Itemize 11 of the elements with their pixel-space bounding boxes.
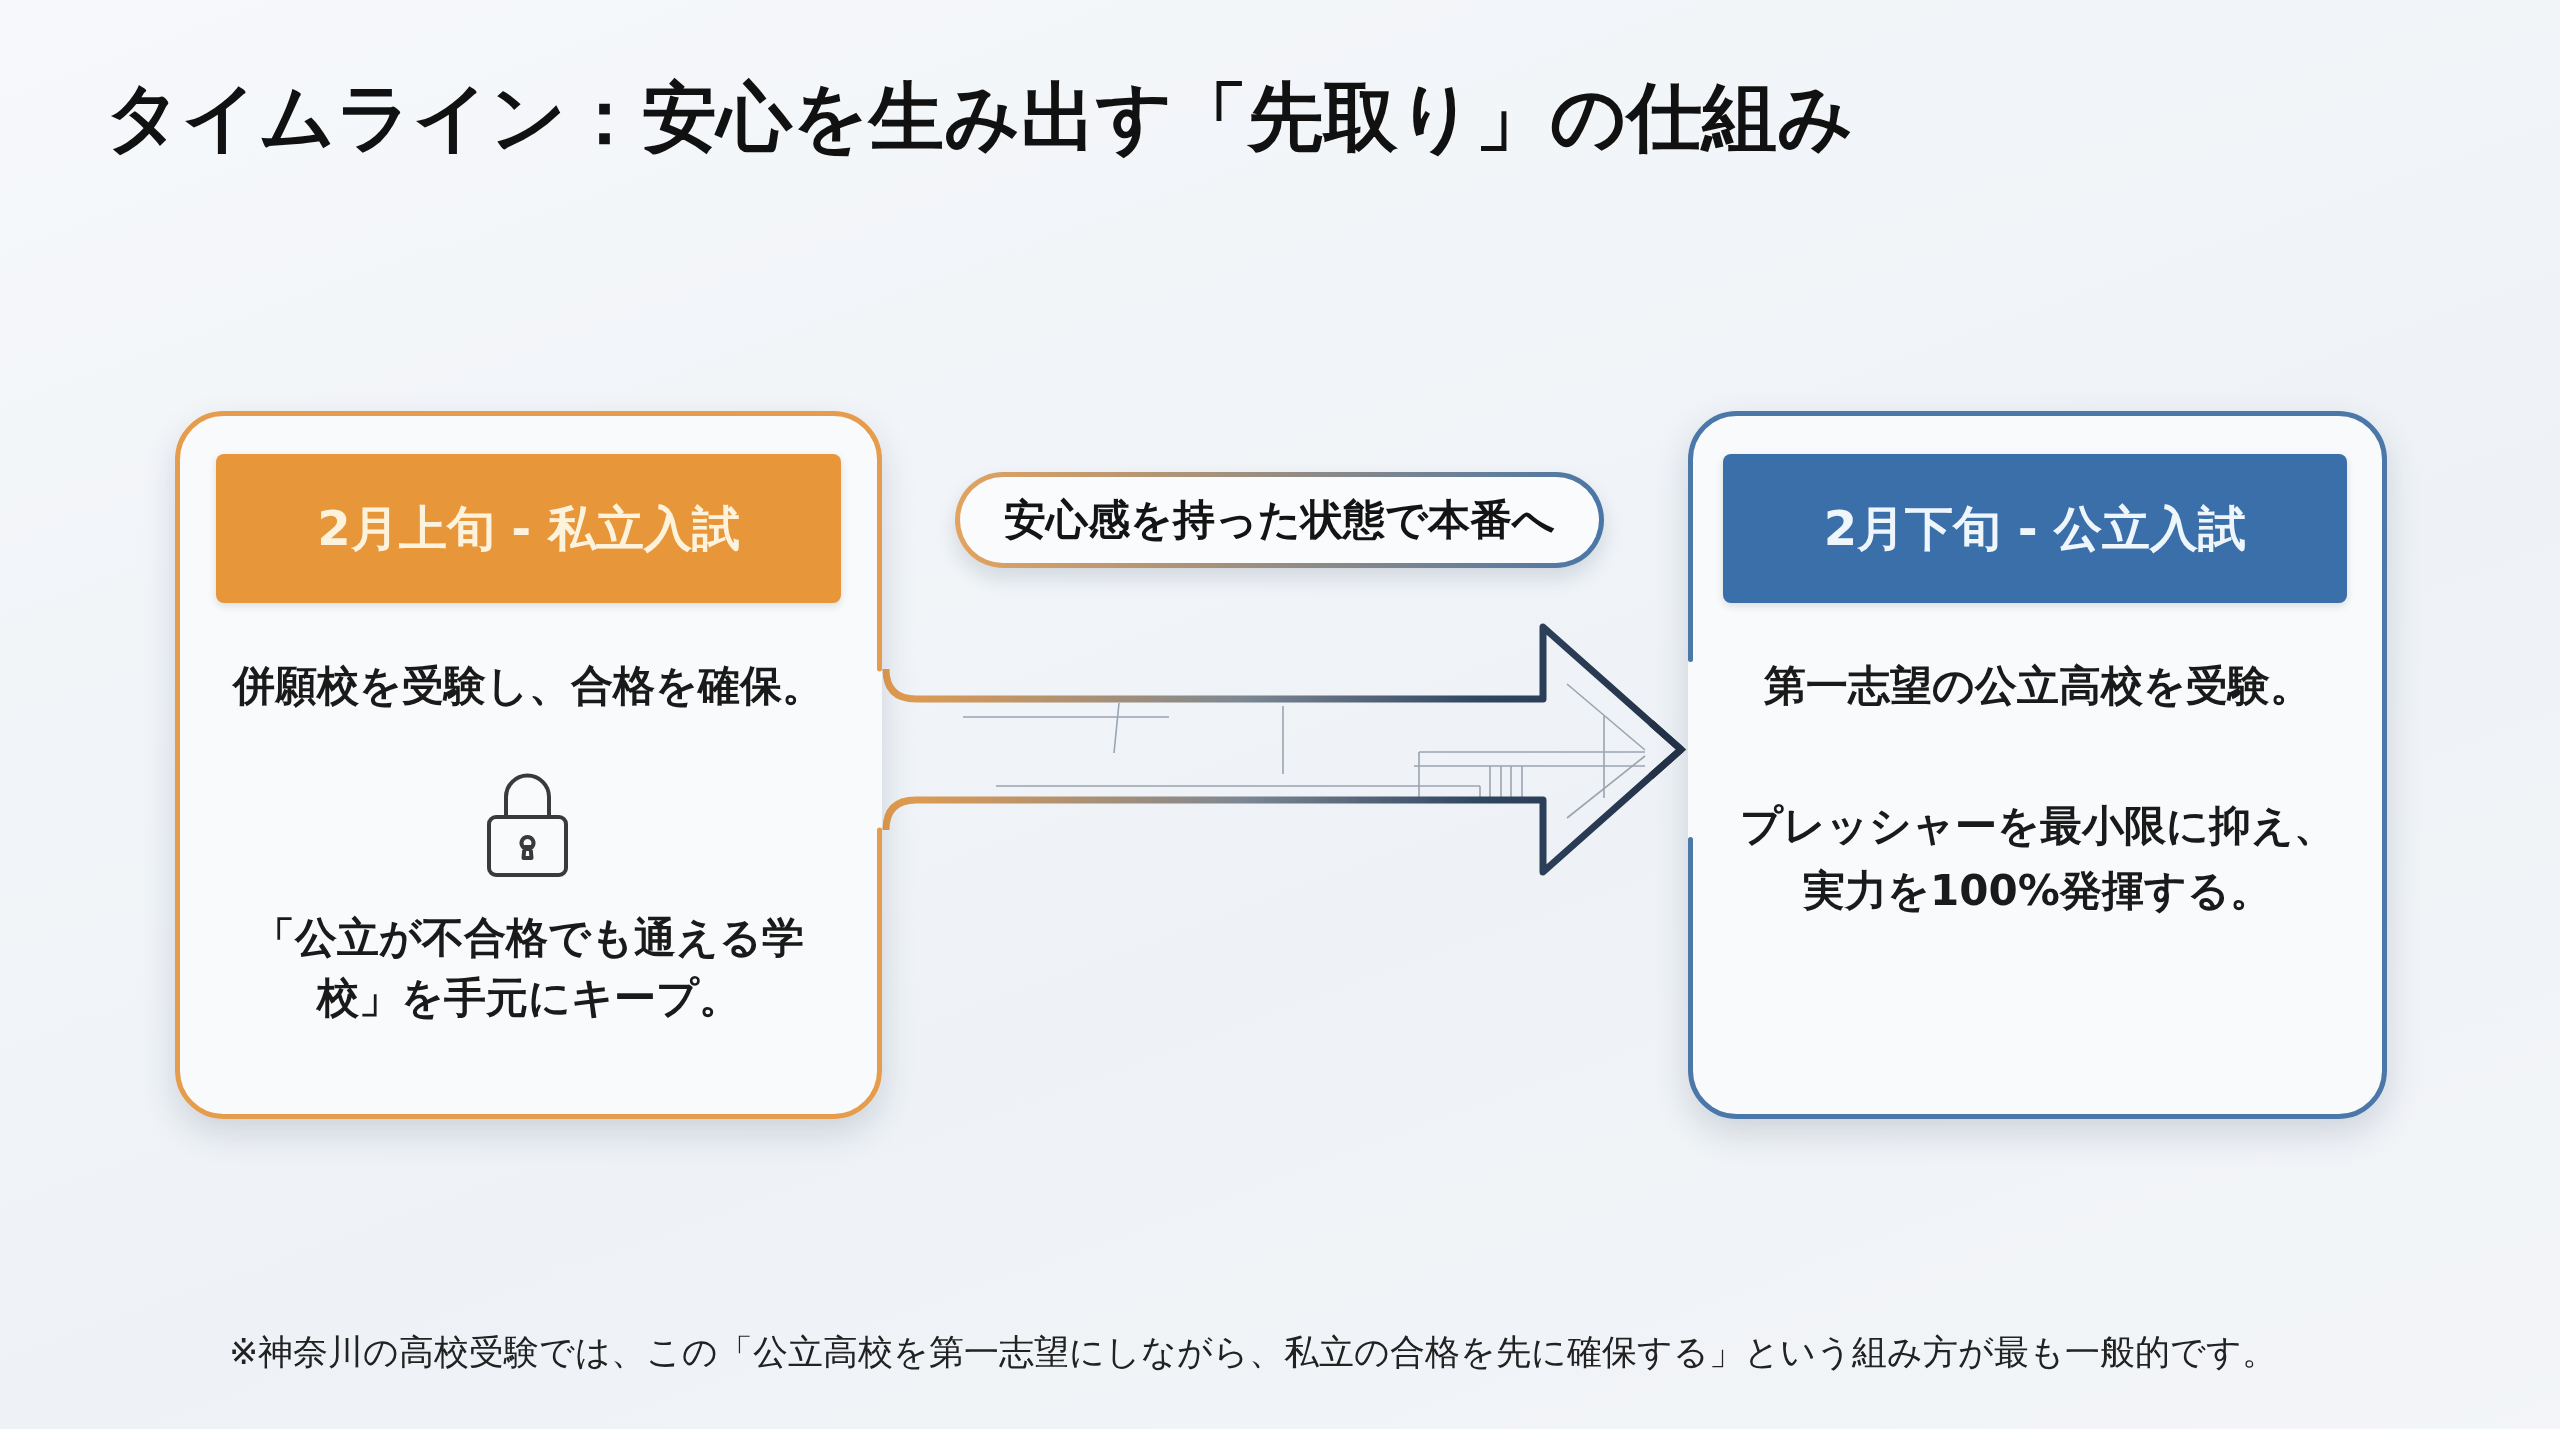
body-text: 併願校を受験し、合格を確保。 <box>233 660 824 712</box>
footnote: ※神奈川の高校受験では、この「公立高校を第一志望にしながら、私立の合格を先に確保する」という組み方が最も一般的です。 <box>229 1331 2278 1374</box>
title: タイムライン：安心を生み出す「先取り」の仕組み <box>105 72 1854 162</box>
body-text: プレッシャーを最小限に抑え、実力を100%発揮する。 <box>1738 800 2337 917</box>
card-panel <box>1688 411 2387 1119</box>
block-arrow <box>882 623 1685 876</box>
header-band: 2月上旬 - 私立入試 <box>216 454 841 603</box>
card-panel <box>175 411 882 1119</box>
body-text: 第一志望の公立高校を受験。 <box>1763 660 2312 712</box>
header-band: 2月下旬 - 公立入試 <box>1723 454 2347 603</box>
body-text: 「公立が不合格でも通える学校」を手元にキープ。 <box>252 912 805 1024</box>
